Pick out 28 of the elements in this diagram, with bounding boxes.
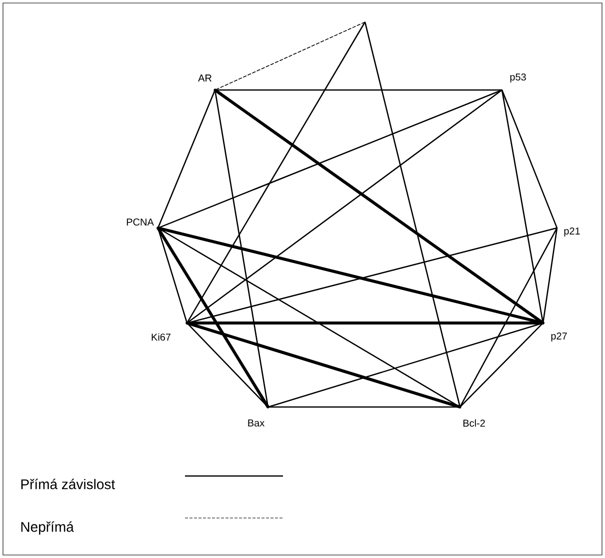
legend-text: Nepřímá xyxy=(21,521,74,535)
line xyxy=(459,228,558,408)
legend-text: Přímá závislost xyxy=(21,478,115,490)
line xyxy=(158,89,502,229)
line xyxy=(501,90,558,228)
gene-label: p21 xyxy=(564,227,580,237)
line xyxy=(268,406,460,408)
gene-label: Bcl-2 xyxy=(463,419,485,427)
line xyxy=(186,90,502,324)
line xyxy=(214,22,365,90)
gene-label: p53 xyxy=(510,73,526,83)
line xyxy=(156,226,270,408)
line xyxy=(186,322,268,408)
gene-label: p27 xyxy=(551,332,567,342)
line xyxy=(460,322,544,408)
gene-label: AR xyxy=(198,74,212,82)
line xyxy=(186,322,544,324)
line xyxy=(364,22,461,408)
gene-label: PCNA xyxy=(126,218,154,226)
gene-label: Ki67 xyxy=(152,333,170,341)
line xyxy=(268,322,544,408)
line xyxy=(186,22,366,324)
line xyxy=(157,90,216,228)
line xyxy=(214,89,502,91)
line xyxy=(501,90,544,324)
line xyxy=(186,322,462,408)
gene-label: Bax xyxy=(248,420,264,426)
line xyxy=(542,228,558,324)
